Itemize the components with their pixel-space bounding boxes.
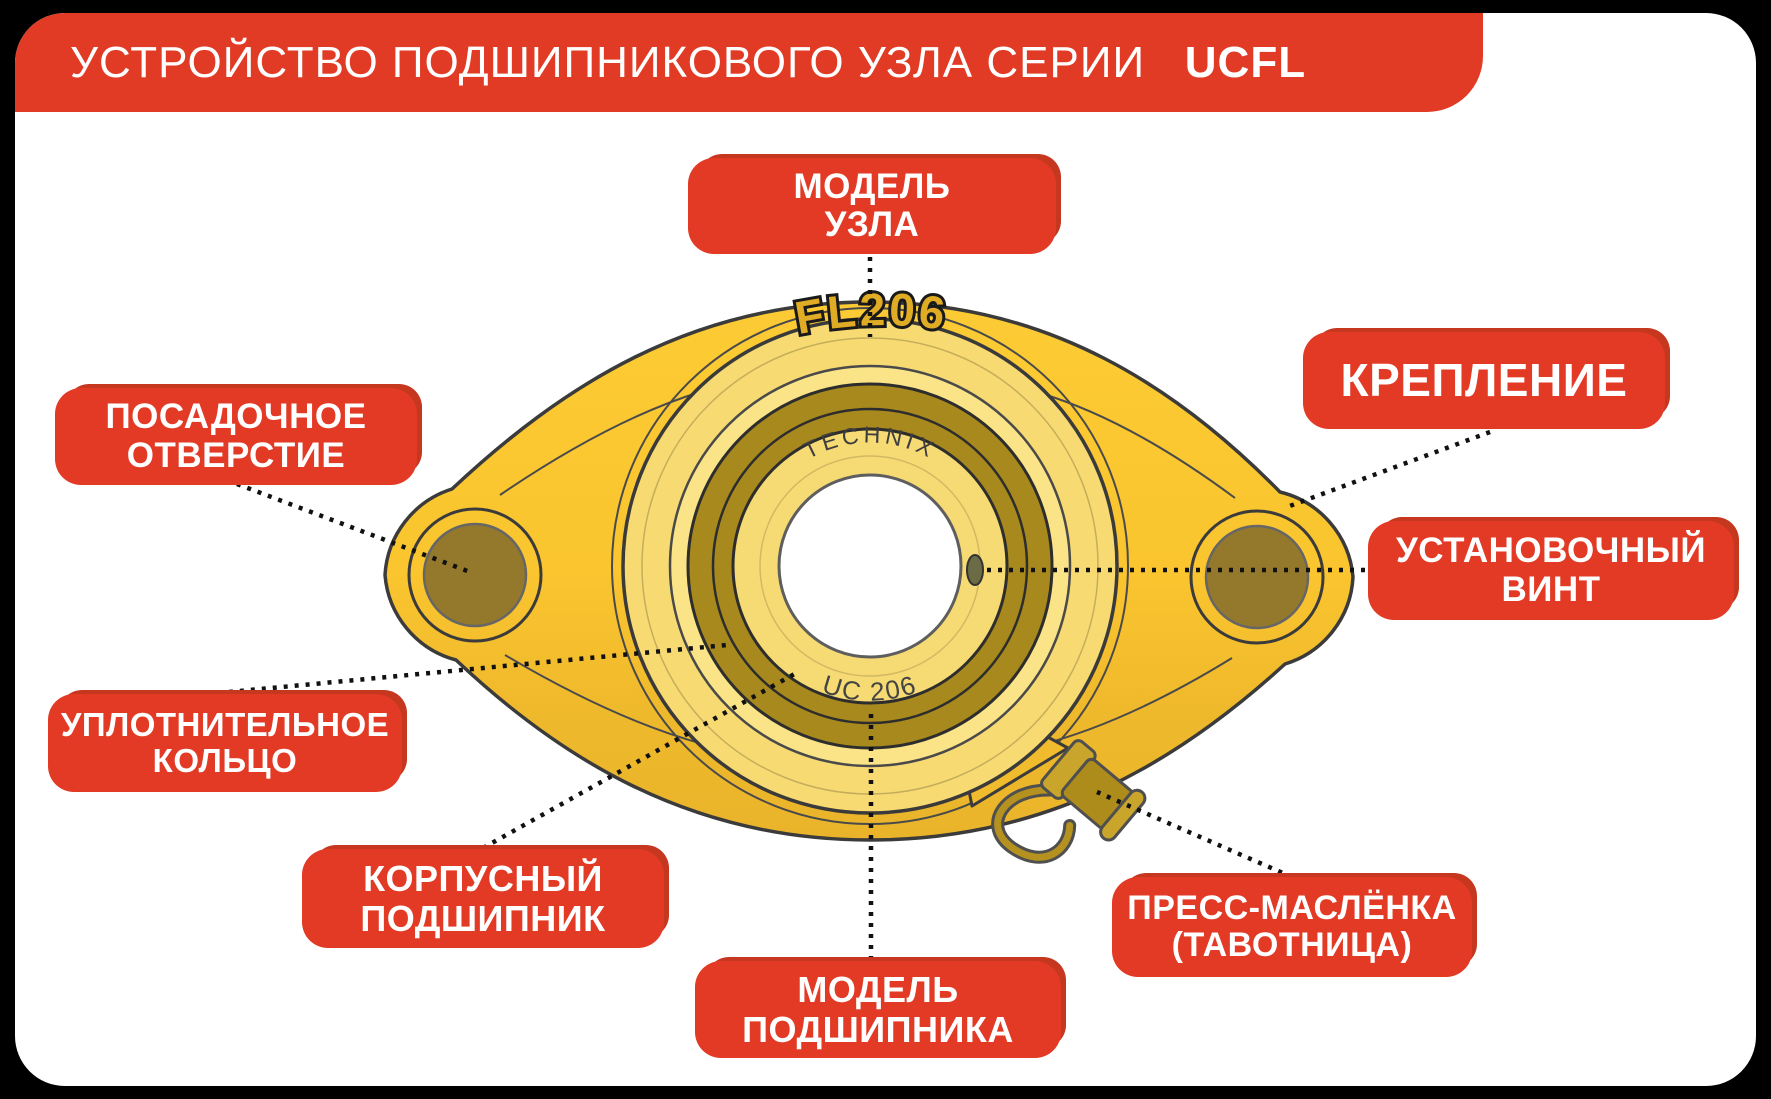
leader-posadochnoe — [236, 481, 471, 575]
recess-edge-lines — [499, 391, 1236, 746]
callout-model-uzla-line1: МОДЕЛЬ — [793, 166, 951, 206]
fitting-cap — [1099, 788, 1147, 842]
callout-model-podshipnika-line1: МОДЕЛЬ — [797, 968, 959, 1010]
callout-kreplenie: КРЕПЛЕНИЕ — [1303, 332, 1665, 429]
callout-posadochnoe: ПОСАДОЧНОЕ ОТВЕРСТИЕ — [55, 388, 417, 485]
page-title-series: UCFL — [1184, 37, 1307, 87]
leader-korpusny — [481, 670, 800, 850]
callout-uplotnitelnoe-line2: КОЛЬЦО — [152, 742, 298, 779]
callout-posadochnoe-line1: ПОСАДОЧНОЕ — [105, 397, 367, 436]
bolt-hole-ring-right — [1189, 509, 1325, 645]
callout-press-maslenka-line1: ПРЕСС-МАСЛЁНКА — [1127, 888, 1457, 927]
callout-ustanovochny-vint: УСТАНОВОЧНЫЙ ВИНТ — [1368, 521, 1734, 620]
callout-press-maslenka-line2: (ТАВОТНИЦА) — [1171, 926, 1413, 964]
bolt-hole-ring-left — [407, 507, 543, 643]
callout-model-podshipnika-line2: ПОДШИПНИКА — [742, 1008, 1014, 1050]
callout-kreplenie-line1: КРЕПЛЕНИЕ — [1340, 354, 1628, 407]
callout-posadochnoe-line2: ОТВЕРСТИЕ — [126, 435, 346, 475]
callout-korpusny: КОРПУСНЫЙ ПОДШИПНИК — [302, 849, 664, 948]
callout-ustanovochny-vint-line1: УСТАНОВОЧНЫЙ — [1395, 531, 1707, 570]
leader-kreplenie — [1286, 429, 1491, 510]
fitting-retaining-loop-gold — [994, 786, 1074, 861]
page-title-text: УСТРОЙСТВО ПОДШИПНИКОВОГО УЗЛА СЕРИИ — [70, 37, 1146, 87]
callout-korpusny-line2: ПОДШИПНИК — [360, 897, 606, 939]
callout-uplotnitelnoe-line1: УПЛОТНИТЕЛЬНОЕ — [60, 705, 390, 743]
page-title: УСТРОЙСТВО ПОДШИПНИКОВОГО УЗЛА СЕРИИ UCF… — [70, 38, 1306, 88]
callout-model-uzla: МОДЕЛЬ УЗЛА — [688, 158, 1056, 254]
seal-ring-line — [711, 407, 1029, 725]
callout-press-maslenka: ПРЕСС-МАСЛЁНКА (ТАВОТНИЦА) — [1112, 877, 1472, 977]
bolt-hole-right — [1204, 524, 1310, 630]
callout-model-podshipnika: МОДЕЛЬ ПОДШИПНИКА — [695, 961, 1061, 1058]
shaft-bore — [777, 473, 963, 659]
callout-uplotnitelnoe: УПЛОТНИТЕЛЬНОЕ КОЛЬЦО — [48, 694, 402, 792]
set-screw — [966, 554, 984, 586]
callout-korpusny-line1: КОРПУСНЫЙ — [363, 857, 603, 899]
callout-model-uzla-line2: УЗЛА — [824, 205, 920, 244]
leader-uplotnitelnoe — [217, 642, 728, 696]
callout-ustanovochny-vint-line2: ВИНТ — [1501, 569, 1601, 609]
header-banner: УСТРОЙСТВО ПОДШИПНИКОВОГО УЗЛА СЕРИИ UCF… — [15, 13, 1483, 112]
leader-press-maslenka — [1096, 789, 1293, 880]
bolt-hole-left — [422, 522, 528, 628]
